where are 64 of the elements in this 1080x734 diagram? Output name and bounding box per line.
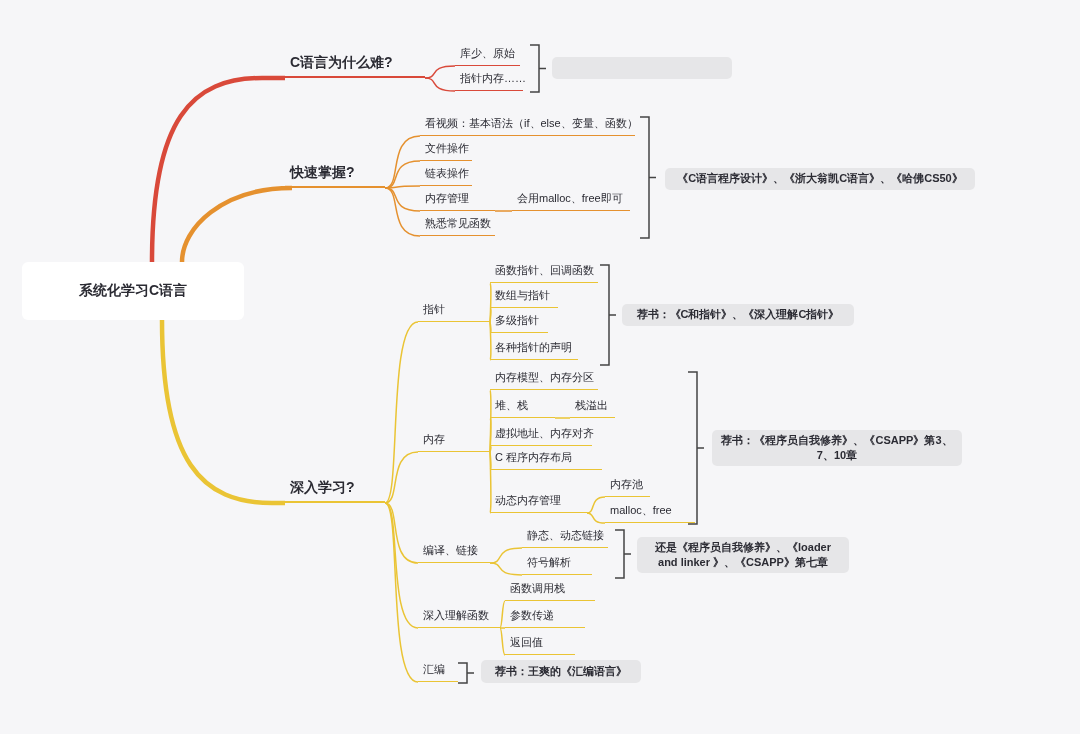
branch-line — [586, 512, 606, 524]
branch-label: 虚拟地址、内存对齐 — [490, 426, 592, 446]
branch-line — [384, 187, 421, 212]
branch-label: malloc、free — [605, 503, 695, 523]
branch-line — [424, 65, 456, 79]
branch-line — [489, 417, 492, 453]
branch-line — [384, 502, 419, 629]
branch-label: 快速掌握? — [285, 162, 385, 188]
branch-label: 内存模型、内存分区 — [490, 370, 598, 390]
branch-line — [489, 282, 492, 323]
branch-line — [159, 319, 285, 506]
branch-line — [494, 210, 513, 212]
branch-label: 文件操作 — [420, 141, 472, 161]
branch-label: 函数调用栈 — [505, 581, 595, 601]
branch-label: 函数指针、回调函数 — [490, 263, 598, 283]
branch-label: 汇编 — [418, 662, 458, 682]
branch-label: 深入学习? — [285, 477, 385, 503]
branch-label: 编译、链接 — [418, 543, 490, 563]
branch-label: 内存池 — [605, 477, 650, 497]
branch-label: C语言为什么难? — [285, 52, 425, 78]
branch-line — [489, 451, 492, 514]
branch-line — [489, 307, 492, 323]
branch-line — [499, 627, 506, 656]
branch-line — [149, 75, 285, 263]
branch-label: 深入理解函数 — [418, 608, 500, 628]
branch-line — [424, 77, 456, 92]
branch-label: 参数传递 — [505, 608, 585, 628]
branch-line — [384, 502, 419, 683]
branch-label: 指针 — [418, 302, 490, 322]
branch-label: 会用malloc、free即可 — [512, 191, 630, 211]
branch-line — [554, 417, 571, 419]
branch-line — [586, 496, 606, 514]
branch-label: 指针内存…… — [455, 71, 523, 91]
branch-line — [489, 562, 523, 576]
branch-line — [489, 321, 492, 361]
summary-box: 荐书：《程序员自我修养》、《CSAPP》第3、7、10章 — [712, 430, 962, 466]
branch-label: C 程序内存布局 — [490, 450, 602, 470]
branch-label: 动态内存管理 — [490, 493, 587, 513]
branch-label: 栈溢出 — [570, 398, 615, 418]
summary-box: 荐书：王爽的《汇编语言》 — [481, 660, 641, 683]
branch-line — [499, 627, 506, 629]
branch-label: 多级指针 — [490, 313, 548, 333]
branch-label: 看视频：基本语法（if、else、变量、函数） — [420, 116, 635, 136]
branch-line — [384, 451, 419, 504]
branch-line — [384, 321, 419, 504]
branch-label: 堆、栈 — [490, 398, 555, 418]
summary-box: 《C语言程序设计》、《浙大翁凯C语言》、《哈佛CS50》 — [665, 168, 975, 190]
branch-label: 返回值 — [505, 635, 575, 655]
branch-label: 内存管理 — [420, 191, 495, 211]
branch-line — [499, 600, 506, 629]
summary-box: 荐书：《C和指针》、《深入理解C指针》 — [622, 304, 854, 326]
branch-label: 熟悉常见函数 — [420, 216, 495, 236]
branch-label: 链表操作 — [420, 166, 472, 186]
branch-label: 静态、动态链接 — [522, 528, 608, 548]
branch-line — [179, 185, 295, 263]
branch-line — [384, 187, 421, 237]
branch-line — [489, 445, 492, 453]
root-box: 系统化学习C语言 — [22, 262, 244, 320]
branch-label: 符号解析 — [522, 555, 592, 575]
branch-label: 库少、原始 — [455, 46, 520, 66]
summary-box: 还是《程序员自我修养》、《loader and linker 》、《CSAPP》第七章 — [637, 537, 849, 573]
branch-label: 数组与指针 — [490, 288, 558, 308]
branch-label: 各种指针的声明 — [490, 340, 578, 360]
branch-label: 内存 — [418, 432, 490, 452]
